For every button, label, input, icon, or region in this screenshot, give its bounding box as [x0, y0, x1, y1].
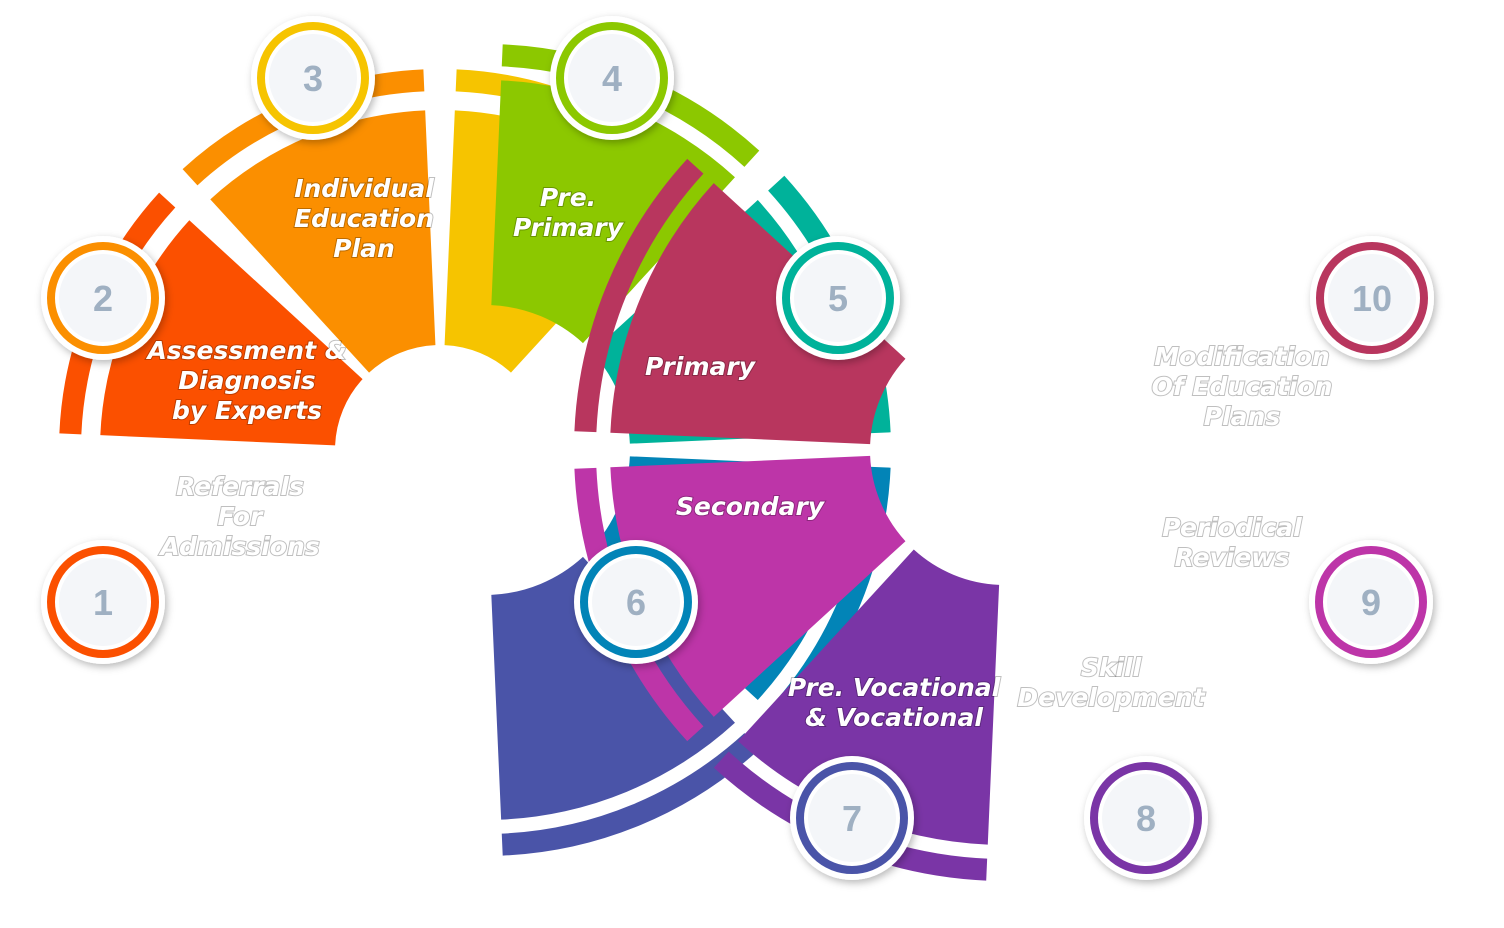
step-1-label-line: For [218, 502, 264, 531]
step-9-label-line: Periodical [1162, 513, 1302, 542]
step-10-badge: 10 [1310, 236, 1434, 360]
step-2-number: 2 [93, 278, 113, 319]
step-2-badge: 2 [41, 236, 165, 360]
step-2-segment [210, 110, 436, 373]
step-1-label-line: Referrals [176, 472, 304, 501]
step-8-badge: 8 [1084, 756, 1208, 880]
step-1-segment [100, 220, 363, 446]
segments-layer [59, 44, 1000, 881]
step-3-label-line: Education [294, 204, 434, 233]
step-2-label-line: Diagnosis [178, 366, 315, 395]
step-5-label: Primary [645, 352, 757, 381]
step-9-badge: 9 [1309, 540, 1433, 664]
step-9-number: 9 [1361, 582, 1381, 623]
step-10-label-line: Of Education [1152, 372, 1333, 401]
step-5-label-line: Primary [645, 352, 757, 381]
step-3-badge: 3 [251, 16, 375, 140]
step-7-badge: 7 [790, 756, 914, 880]
step-9-badge-face [1327, 558, 1415, 646]
step-8-label-line: Skill [1081, 653, 1142, 682]
step-1-badge: 1 [41, 540, 165, 664]
step-5-badge-face [794, 254, 882, 342]
step-5-badge: 5 [776, 236, 900, 360]
step-6-badge: 6 [574, 540, 698, 664]
step-8-number: 8 [1136, 798, 1156, 839]
step-1-label-line: Admissions [158, 532, 319, 561]
step-6-label-line: Secondary [676, 492, 826, 521]
step-3-label-line: Plan [333, 234, 395, 263]
step-8-segment [738, 549, 1000, 845]
step-10-label-line: Modification [1154, 342, 1329, 371]
step-2-label-line: Assessment & [145, 336, 346, 365]
step-7-label: Pre. Vocational& Vocational [788, 673, 1001, 732]
badges-layer: 1 2 3 4 5 6 7 8 9 10 [41, 16, 1434, 880]
step-4-number: 4 [602, 58, 622, 99]
step-7-label-line: & Vocational [805, 703, 983, 732]
step-6-badge-face [592, 558, 680, 646]
step-3-badge-face [269, 34, 357, 122]
step-7-segment [491, 556, 735, 820]
step-3-label-line: Individual [294, 174, 434, 203]
step-2-badge-face [59, 254, 147, 342]
step-4-label: Pre.Primary [513, 183, 625, 242]
step-8-badge-face [1102, 774, 1190, 862]
step-4-label-line: Primary [513, 213, 625, 242]
step-10-label-line: Plans [1204, 402, 1280, 431]
step-8-label-line: Development [1017, 683, 1205, 712]
step-6-number: 6 [626, 582, 646, 623]
step-7-badge-face [808, 774, 896, 862]
step-9-segment [610, 455, 906, 717]
step-10-segment [610, 183, 906, 445]
step-6-label: Secondary [676, 492, 826, 521]
step-4-badge: 4 [550, 16, 674, 140]
step-5-number: 5 [828, 278, 848, 319]
step-7-label-line: Pre. Vocational [788, 673, 1001, 702]
step-10-number: 10 [1352, 278, 1392, 319]
step-2-label-line: by Experts [172, 396, 322, 425]
step-10-segment-group [574, 158, 906, 445]
step-4-label-line: Pre. [540, 183, 596, 212]
step-1-badge-face [59, 558, 147, 646]
step-4-segment [491, 80, 735, 344]
step-10-badge-face [1328, 254, 1416, 342]
step-10-outer-band [574, 158, 704, 433]
step-1-number: 1 [93, 582, 113, 623]
step-9-label-line: Reviews [1175, 543, 1290, 572]
step-4-badge-face [568, 34, 656, 122]
step-7-number: 7 [842, 798, 862, 839]
step-3-number: 3 [303, 58, 323, 99]
